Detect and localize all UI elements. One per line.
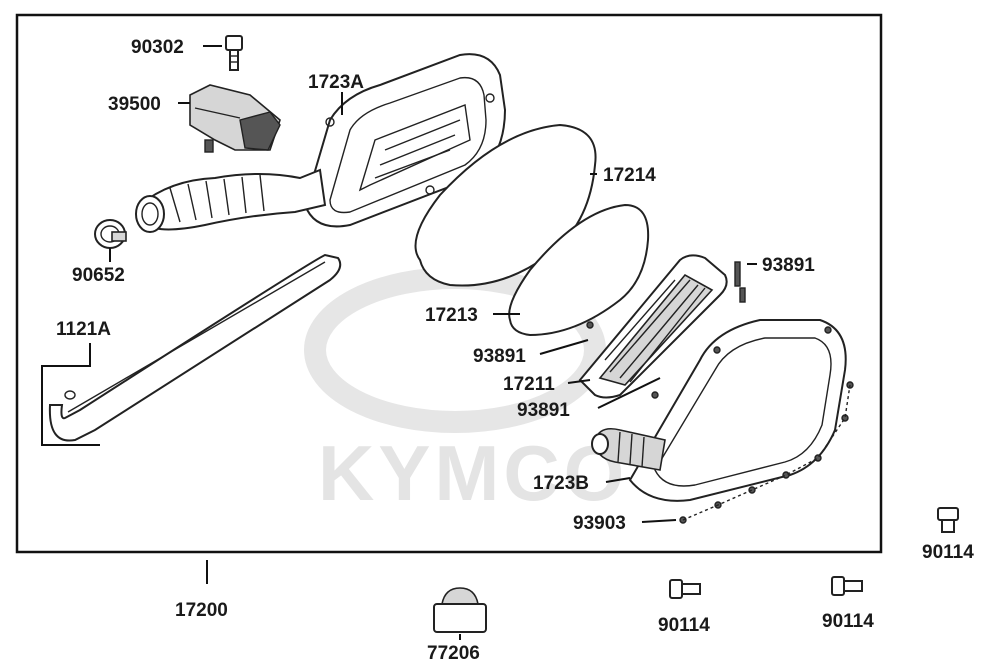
label-77206: 77206 (427, 643, 480, 664)
label-90302: 90302 (131, 37, 184, 58)
gasket-17213 (508, 203, 650, 337)
sensor-39500 (189, 84, 281, 153)
clamp-90652 (94, 219, 127, 249)
label-39500: 39500 (108, 94, 161, 115)
case-1723b (591, 319, 847, 502)
bolt-90114-a (669, 579, 701, 599)
filter-17211 (578, 254, 728, 399)
leader-lines (41, 45, 757, 640)
watermark-text: KYMCO (318, 429, 628, 517)
label-17200: 17200 (175, 600, 228, 621)
gasket-17214 (414, 123, 597, 287)
label-17214: 17214 (603, 165, 656, 186)
label-1723a: 1723A (308, 72, 364, 93)
label-93891-top: 93891 (762, 255, 815, 276)
intake-duct (135, 168, 327, 233)
label-1723b: 1723B (533, 473, 589, 494)
screws-93903 (679, 326, 854, 524)
bolt-90114-right (937, 507, 959, 533)
label-93891-mid: 93891 (473, 346, 526, 367)
bolt-90114-b (831, 576, 863, 596)
label-90114-right: 90114 (922, 542, 974, 563)
bolt-90302 (225, 35, 243, 71)
label-90114-b: 90114 (822, 611, 874, 632)
screws-93891 (586, 261, 746, 399)
label-90114-a: 90114 (658, 615, 710, 636)
label-17213: 17213 (425, 305, 478, 326)
assembly-frame (15, 13, 883, 554)
label-90652: 90652 (72, 265, 125, 286)
label-93903: 93903 (573, 513, 626, 534)
label-93891-low: 93891 (517, 400, 570, 421)
tube-1121a (48, 253, 342, 442)
label-1121a: 1121A (56, 319, 111, 340)
label-17211: 17211 (503, 374, 555, 395)
cap-77206 (433, 587, 487, 633)
